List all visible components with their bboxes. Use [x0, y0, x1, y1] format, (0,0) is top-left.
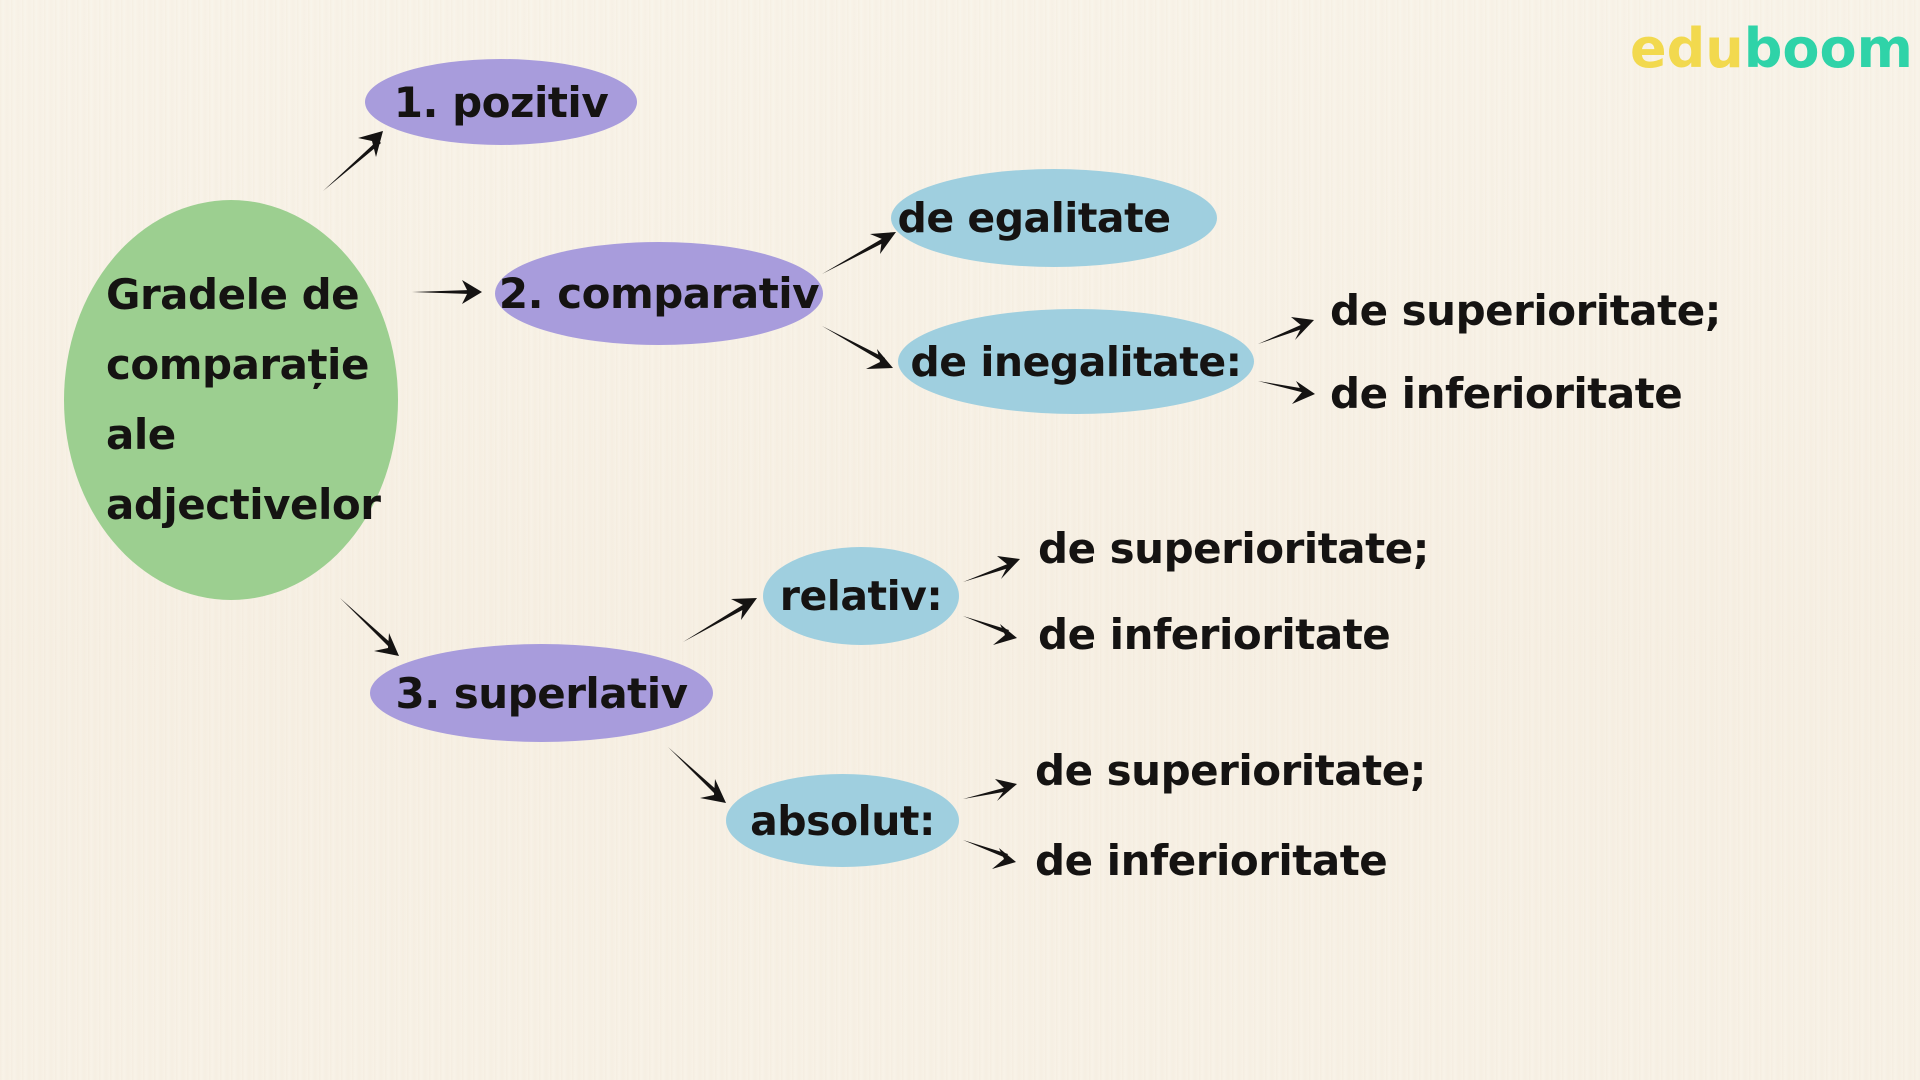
arrow-to-inegalitate-icon	[822, 326, 893, 369]
relativ-inferioritate: de inferioritate	[1038, 610, 1391, 659]
arrow-to-absolut-superioritate-icon	[963, 779, 1017, 801]
node-superlativ: 3. superlativ	[370, 644, 713, 742]
node-pozitiv: 1. pozitiv	[365, 59, 637, 145]
arrow-to-relativ-superioritate-icon	[963, 556, 1020, 582]
arrow-to-absolut-inferioritate-icon	[963, 840, 1016, 869]
inegalitate-inferioritate: de inferioritate	[1330, 369, 1683, 418]
node-pozitiv-label: 1. pozitiv	[393, 77, 609, 127]
arrow-to-inegalitate-superioritate-icon	[1258, 317, 1314, 344]
root-node-gradele-de-comparatie: Gradele de comparație ale adjectivelor	[64, 200, 398, 600]
eduboom-logo: eduboom	[1630, 22, 1913, 76]
node-de-egalitate: de egalitate	[891, 169, 1217, 267]
arrow-to-comparativ-icon	[412, 280, 482, 304]
root-line-2: comparație	[106, 340, 369, 389]
absolut-inferioritate: de inferioritate	[1035, 836, 1388, 885]
node-relativ: relativ:	[763, 547, 959, 645]
arrow-to-absolut-icon	[668, 747, 726, 803]
arrow-to-relativ-icon	[683, 598, 757, 642]
absolut-superioritate: de superioritate;	[1035, 746, 1426, 795]
logo-boom: boom	[1743, 17, 1913, 80]
node-absolut-label: absolut:	[750, 796, 935, 845]
node-de-egalitate-label: de egalitate	[897, 194, 1171, 242]
arrow-to-pozitiv-icon	[323, 131, 383, 191]
node-de-inegalitate-label: de inegalitate:	[910, 337, 1242, 386]
arrow-to-inegalitate-inferioritate-icon	[1258, 381, 1315, 404]
logo-edu: edu	[1630, 17, 1744, 80]
inegalitate-superioritate: de superioritate;	[1330, 286, 1721, 335]
arrow-to-superlativ-icon	[340, 598, 399, 656]
arrow-to-egalitate-icon	[822, 232, 896, 274]
root-title: Gradele de comparație ale adjectivelor	[106, 260, 381, 540]
arrow-to-relativ-inferioritate-icon	[963, 616, 1017, 645]
node-relativ-label: relativ:	[779, 572, 943, 620]
root-line-3: ale	[106, 410, 176, 459]
root-line-1: Gradele de	[106, 270, 360, 319]
node-comparativ-label: 2. comparativ	[498, 269, 820, 318]
node-comparativ: 2. comparativ	[495, 242, 823, 345]
node-superlativ-label: 3. superlativ	[395, 668, 688, 718]
node-de-inegalitate: de inegalitate:	[898, 309, 1254, 414]
node-absolut: absolut:	[726, 774, 959, 867]
relativ-superioritate: de superioritate;	[1038, 524, 1429, 573]
root-line-4: adjectivelor	[106, 480, 381, 529]
